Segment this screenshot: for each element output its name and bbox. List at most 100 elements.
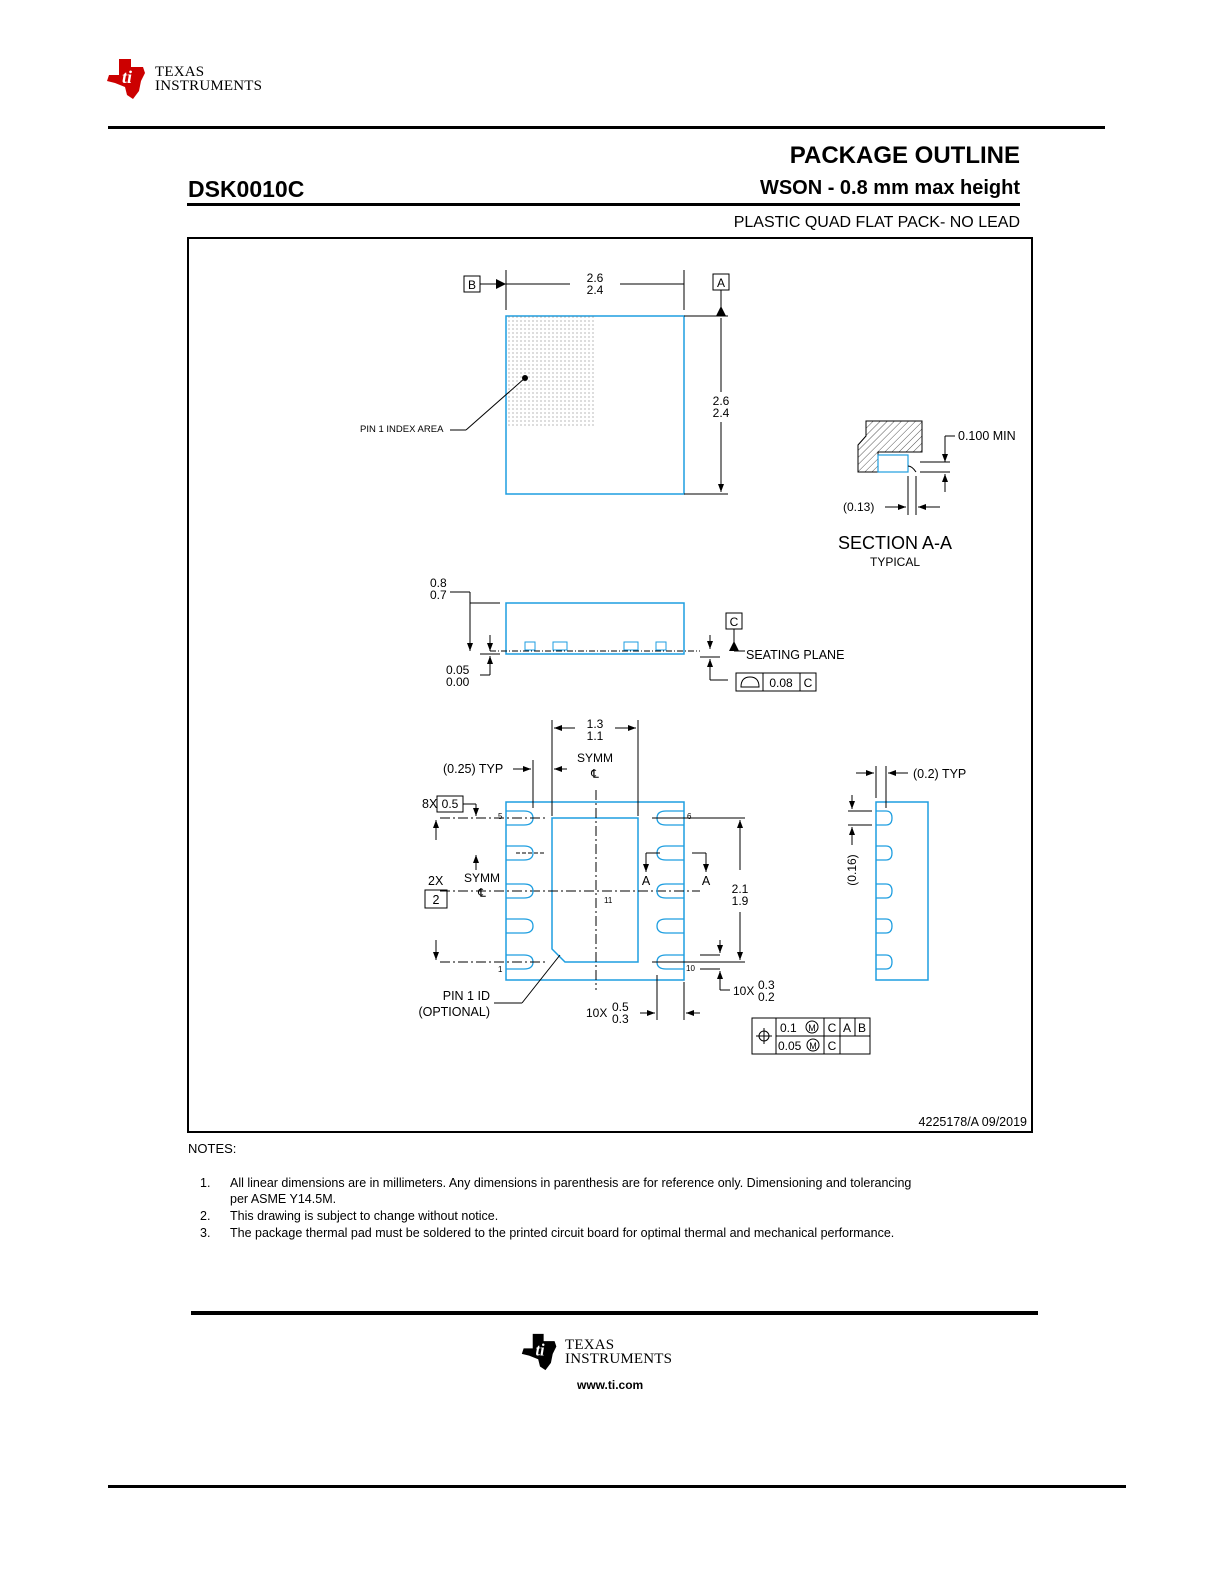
side-view-2-body (875, 801, 929, 981)
pad-height-max: 2.1 (732, 882, 749, 896)
lead-len-min: 0.3 (612, 1012, 629, 1026)
pin1-index-area (506, 316, 595, 426)
pin1-label: 1 (498, 965, 503, 974)
side-view: 0.8 0.7 0.05 0.00 C SEATING PLANE 0.08 C (430, 576, 844, 692)
span-count: 2X (428, 874, 444, 888)
tol1-datum-b: B (858, 1021, 866, 1035)
pin1-index-label: PIN 1 INDEX AREA (360, 424, 444, 435)
ti-wordmark-footer: Texas Instruments (565, 1336, 672, 1367)
lead-w-min: 0.2 (758, 990, 775, 1004)
note-1-cont: per ASME Y14.5M. (230, 1192, 337, 1206)
footer-brand-line-1: Texas (565, 1336, 615, 1353)
datum-b-label: B (468, 278, 476, 292)
tol1-datum-c: C (828, 1021, 837, 1035)
note-3-text: The package thermal pad must be soldered… (230, 1226, 895, 1240)
position-icon (756, 1028, 772, 1044)
pin1-id-label: PIN 1 ID (443, 989, 490, 1003)
pitch-count: 8X (422, 797, 438, 811)
pad-width-max: 1.3 (587, 717, 604, 731)
drawing-frame (187, 237, 1033, 1133)
side-standoff-max: 0.05 (446, 663, 470, 677)
note-1-num: 1. (200, 1176, 211, 1190)
top-width-max: 2.6 (587, 271, 604, 285)
span-value: 2 (433, 893, 440, 907)
pad-height-min: 1.9 (732, 894, 749, 908)
left-pads (506, 810, 534, 970)
lead-w-max: 0.3 (758, 978, 775, 992)
datum-c-label: C (730, 615, 739, 629)
section-a-a: 0.100 MIN (0.13) SECTION A-A TYPICAL (838, 420, 1016, 569)
notes-heading: NOTES: (188, 1141, 237, 1156)
cut-a-left: A (642, 874, 651, 888)
pin5-label: 5 (498, 812, 503, 821)
pad11-label: 11 (604, 896, 613, 905)
flatness-datum: C (804, 676, 813, 690)
footer-rule (191, 1311, 1038, 1315)
brand-line-2: Instruments (155, 78, 263, 94)
top-view: PIN 1 INDEX AREA B 2.6 2.4 A 2.6 2.4 (360, 270, 736, 495)
tol1-value: 0.1 (780, 1021, 797, 1035)
symm-top-label: SYMM (577, 751, 613, 765)
ti-logo-header: ti Texas Instruments (105, 57, 262, 101)
tol2-value: 0.05 (778, 1039, 802, 1053)
symm-left-label: SYMM (464, 871, 500, 885)
title-rule (187, 203, 1020, 206)
bottom-view: 5 6 1 10 11 1.3 1.1 SYMM ℄ (0.25) TYP 8X… (418, 717, 871, 1055)
part-number: DSK0010C (188, 176, 305, 202)
side-view-body (505, 602, 685, 655)
flatness-value: 0.08 (769, 676, 793, 690)
side-view-2: (0.2) TYP (0.16) (845, 766, 966, 981)
footer-url[interactable]: www.ti.com (577, 1378, 644, 1392)
note-1-text: All linear dimensions are in millimeters… (230, 1176, 912, 1190)
section-subtitle: TYPICAL (870, 555, 920, 569)
package-type: PLASTIC QUAD FLAT PACK- NO LEAD (733, 214, 1020, 231)
note-2-num: 2. (200, 1209, 211, 1223)
seating-plane-label: SEATING PLANE (746, 648, 844, 662)
pin1-optional-label: (OPTIONAL) (418, 1005, 490, 1019)
flatness-icon (740, 676, 760, 688)
page-title: PACKAGE OUTLINE (789, 142, 1020, 169)
section-ref-label: (0.13) (843, 500, 874, 514)
ti-state-logo-icon: ti (107, 59, 145, 99)
pitch-value: 0.5 (442, 797, 459, 811)
side-standoff-min: 0.00 (446, 675, 470, 689)
span-box (424, 889, 448, 909)
note-2-text: This drawing is subject to change withou… (230, 1209, 499, 1223)
top-height-min: 2.4 (713, 406, 730, 420)
bottom-rule (108, 1485, 1126, 1488)
cut-a-right: A (702, 874, 711, 888)
tol2-datum-c: C (828, 1039, 837, 1053)
lead-w-count: 10X (733, 984, 754, 998)
lead-len-max: 0.5 (612, 1000, 629, 1014)
svg-text:ti: ti (122, 67, 132, 87)
typ-025-label: (0.25) TYP (443, 762, 503, 776)
pad-width-min: 1.1 (587, 729, 604, 743)
drawing-number: 4225178/A 09/2019 (919, 1115, 1027, 1129)
tol2-mmc: M (809, 1041, 817, 1051)
flatness-frame (735, 672, 817, 692)
cl-top-symbol: ℄ (590, 767, 599, 781)
ti-wordmark: Texas Instruments (155, 64, 263, 94)
note-3-num: 3. (200, 1226, 211, 1240)
header-rule (108, 126, 1105, 129)
typ-02-label: (0.2) TYP (913, 767, 966, 781)
side-height-min: 0.7 (430, 588, 447, 602)
side-height-max: 0.8 (430, 576, 447, 590)
pin6-label: 6 (687, 812, 692, 821)
ref-016-label: (0.16) (845, 854, 859, 885)
svg-text:ti: ti (535, 1341, 545, 1360)
tol1-datum-a: A (843, 1021, 851, 1035)
lead-len-count: 10X (586, 1006, 607, 1020)
package-subtitle: WSON - 0.8 mm max height (759, 177, 1020, 199)
tol1-mmc: M (808, 1023, 816, 1033)
top-height-max: 2.6 (713, 394, 730, 408)
pin10-label: 10 (686, 964, 695, 973)
datum-a-label: A (717, 276, 725, 290)
thermal-pad (551, 817, 639, 963)
section-min-label: 0.100 MIN (958, 429, 1016, 443)
ti-logo-footer: ti Texas Instruments (520, 1332, 672, 1372)
cl-left-symbol: ℄ (477, 886, 486, 900)
right-pads (656, 810, 684, 970)
top-width-min: 2.4 (587, 283, 604, 297)
